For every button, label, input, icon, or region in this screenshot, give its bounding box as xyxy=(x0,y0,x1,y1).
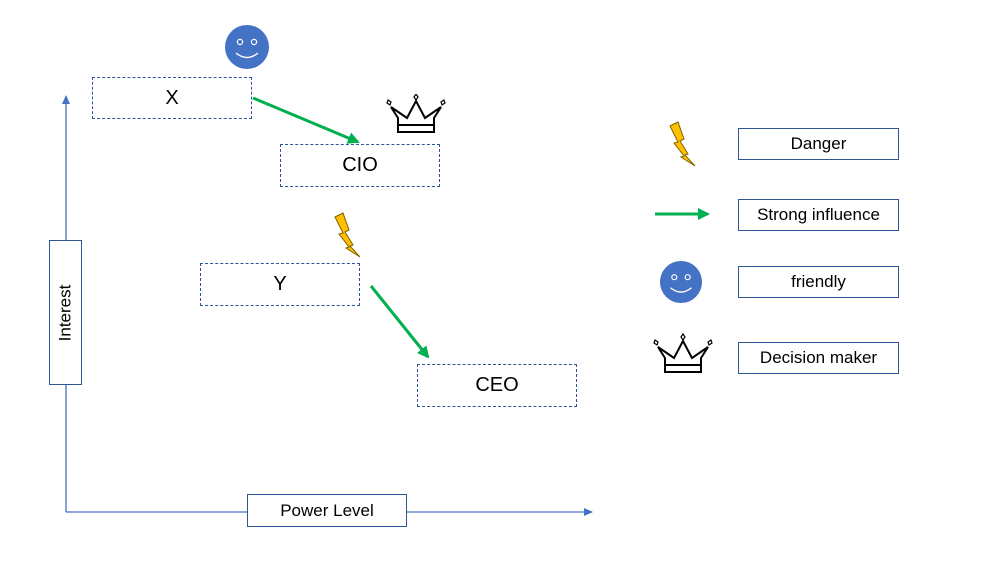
legend-lightning-icon xyxy=(669,121,696,167)
legend-crown-icon xyxy=(653,332,713,373)
node-x-label: X xyxy=(165,86,179,109)
legend-friendly: friendly xyxy=(738,266,899,298)
node-ceo-label: CEO xyxy=(475,374,519,396)
y-axis-label-box: Interest xyxy=(49,240,82,385)
legend-strong-influence: Strong influence xyxy=(738,199,899,231)
y-axis-label: Interest xyxy=(55,284,75,341)
influence-arrow-y-to-ceo xyxy=(369,285,430,359)
influence-arrow-x-to-cio xyxy=(252,96,360,144)
x-axis-label-box: Power Level xyxy=(247,494,407,527)
legend-decision-maker-label: Decision maker xyxy=(759,348,878,367)
node-cio: CIO xyxy=(280,144,440,187)
legend-danger-label: Danger xyxy=(790,134,847,153)
legend-strong-influence-label: Strong influence xyxy=(757,205,880,224)
x-axis-label: Power Level xyxy=(280,500,374,520)
crown-icon xyxy=(386,94,446,133)
node-ceo: CEO xyxy=(417,364,577,407)
smiley-icon xyxy=(225,25,269,69)
legend-decision-maker: Decision maker xyxy=(738,342,899,374)
legend-friendly-label: friendly xyxy=(791,272,846,291)
legend-danger: Danger xyxy=(738,128,899,160)
node-x: X xyxy=(92,77,252,119)
node-y-label: Y xyxy=(273,273,287,295)
legend-smiley-icon xyxy=(659,260,703,304)
lightning-icon xyxy=(334,212,361,258)
node-cio-label: CIO xyxy=(342,154,378,176)
node-y: Y xyxy=(200,263,360,306)
